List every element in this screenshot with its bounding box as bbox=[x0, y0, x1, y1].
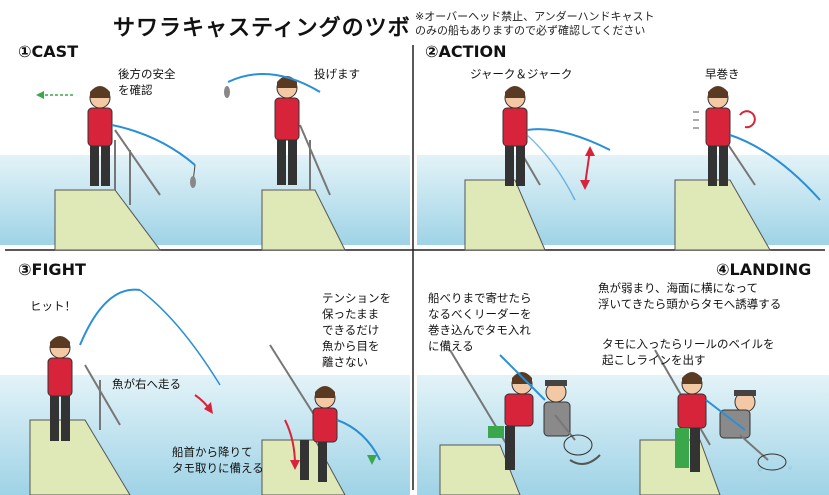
cast-label-safety: 後方の安全 を確認 bbox=[118, 66, 176, 98]
fight-label-bow: 船首から降りて タモ取りに備える bbox=[172, 444, 264, 476]
boat-deck-cast-left bbox=[54, 129, 161, 251]
landing-label-prepare-line-3: 巻き込んでタモ入れ bbox=[428, 323, 531, 337]
look-back-arrowhead bbox=[36, 91, 44, 99]
caution-note-line-2: のみの船もありますので必ず確認してください bbox=[415, 24, 646, 37]
cast-label-safety-line-1: 後方の安全 bbox=[118, 67, 176, 81]
fight-label-tension-line-2: 保ったまま bbox=[322, 307, 380, 321]
landing-label-bail-line-1: タモに入ったらリールのベイルを bbox=[602, 337, 775, 351]
landing-label-prepare-line-1: 船べりまで寄せたら bbox=[428, 291, 532, 305]
section-heading-action: ②ACTION bbox=[425, 42, 507, 61]
section-heading-cast: ①CAST bbox=[18, 42, 79, 61]
fight-label-hit: ヒット！ bbox=[30, 299, 76, 313]
page-title: サワラキャスティングのツボ bbox=[113, 16, 411, 41]
cast-label-safety-line-2: を確認 bbox=[118, 83, 153, 97]
caution-note-line-1: ※オーバーヘッド禁止、アンダーハンドキャスト bbox=[415, 10, 655, 23]
landing-label-guide-line-1: 魚が弱まり、海面に横になって bbox=[598, 281, 758, 295]
fight-label-tension-line-3: できるだけ bbox=[322, 323, 380, 337]
angler-action-left bbox=[502, 86, 611, 201]
angler-fight-left bbox=[47, 288, 221, 441]
fight-label-bow-line-2: タモ取りに備える bbox=[172, 461, 264, 475]
fight-label-tension-line-4: 魚から目を bbox=[322, 339, 380, 353]
fight-label-tension: テンションを 保ったまま できるだけ 魚から目を 離さない bbox=[322, 290, 391, 370]
angler-cast-left bbox=[87, 86, 196, 188]
angler-cast-right bbox=[224, 73, 321, 185]
fight-label-tension-line-5: 離さない bbox=[322, 355, 368, 369]
cast-label-throw: 投げます bbox=[314, 67, 360, 81]
fight-label-bow-line-1: 船首から降りて bbox=[172, 445, 253, 459]
landing-label-prepare-line-4: に備える bbox=[428, 339, 474, 353]
section-heading-landing: ④LANDING bbox=[716, 260, 812, 279]
action-label-jerk: ジャーク＆ジャーク bbox=[470, 67, 573, 81]
angler-fight-right bbox=[284, 386, 381, 482]
landing-label-guide-line-2: 浮いてきたら頭からタモへ誘導する bbox=[598, 297, 782, 311]
angler-landing-left bbox=[488, 354, 601, 470]
landing-label-guide: 魚が弱まり、海面に横になって 浮いてきたら頭からタモへ誘導する bbox=[598, 280, 781, 312]
section-heading-fight: ③FIGHT bbox=[18, 260, 86, 279]
landing-label-bail: タモに入ったらリールのベイルを 起こしラインを出す bbox=[602, 336, 775, 368]
landing-label-prepare-line-2: なるべくリーダーを bbox=[428, 307, 532, 321]
landing-label-bail-line-2: 起こしラインを出す bbox=[602, 353, 706, 367]
boat-deck-cast-right bbox=[261, 124, 346, 251]
caution-note: ※オーバーヘッド禁止、アンダーハンドキャスト のみの船もありますので必ず確認して… bbox=[415, 10, 715, 38]
action-label-fast-retrieve: 早巻き bbox=[705, 67, 740, 81]
angler-action-right bbox=[693, 86, 821, 201]
boat-deck-landing-left bbox=[439, 349, 521, 495]
fight-label-tension-line-1: テンションを bbox=[322, 291, 391, 305]
fight-label-fish-runs-right: 魚が右へ走る bbox=[112, 377, 181, 391]
landing-label-prepare: 船べりまで寄せたら なるべくリーダーを 巻き込んでタモ入れ に備える bbox=[428, 290, 532, 354]
angler-landing-right bbox=[675, 372, 792, 472]
